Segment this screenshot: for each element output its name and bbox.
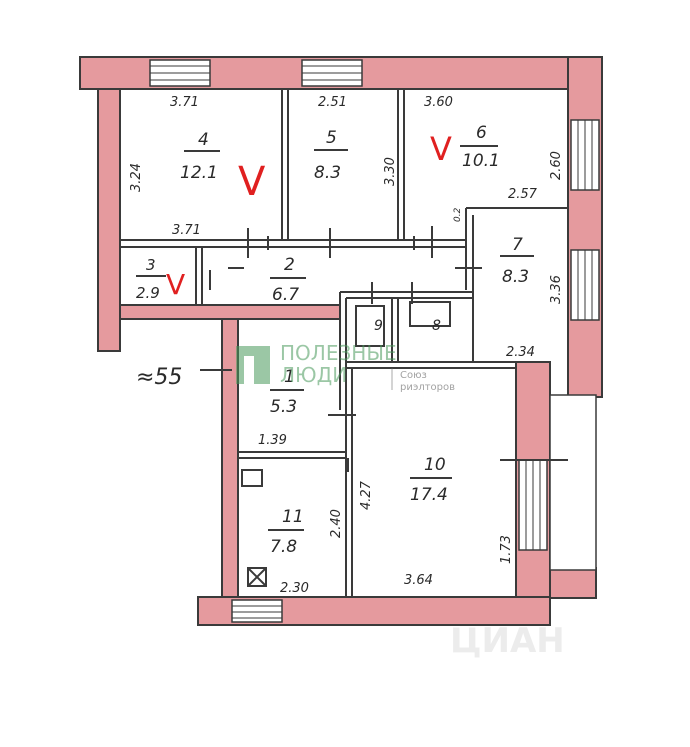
brand-subtitle: риэлторов [400, 382, 455, 393]
dimension-label: 2.34 [506, 345, 535, 360]
bathtub-icon [355, 305, 385, 347]
dimension-label: 3.64 [404, 573, 433, 588]
wall-right-upper [567, 56, 603, 398]
dimension-label: 1.73 [499, 535, 514, 564]
vent-icon [247, 567, 267, 587]
check-mark: V [238, 159, 266, 205]
room-area: 10.1 [462, 151, 500, 171]
room-area: 12.1 [180, 163, 218, 183]
fixtures [241, 301, 451, 587]
room-number: 2 [284, 255, 295, 275]
room-number: 6 [476, 123, 487, 143]
room-area: 8.3 [502, 267, 529, 287]
dimension-label: 3.71 [170, 95, 199, 110]
dimension-label: 0.2 [453, 207, 463, 222]
room-number: 5 [326, 128, 337, 148]
dimensions: 3.71 2.51 3.60 3.24 3.30 2.60 2.57 3.71 … [129, 95, 564, 596]
room-area: 5.3 [270, 397, 297, 417]
room-labels: 4 12.1 5 8.3 6 10.1 7 8.3 3 2.9 2 6.7 9 … [136, 123, 534, 557]
dimension-label: 1.39 [258, 433, 287, 448]
check-mark: V [430, 130, 452, 168]
room-area: 2.9 [136, 284, 160, 302]
dimension-label: 2.51 [318, 95, 347, 110]
watermark: ПОЛЕЗНЫЕ ЛЮДИ Союз риэлторов [236, 341, 455, 393]
stove-icon [241, 469, 263, 487]
door-marks [209, 226, 568, 472]
wall-mid-ledge [119, 304, 341, 320]
room-number: 7 [512, 235, 523, 255]
room-number: 10 [424, 455, 446, 475]
wall-left-lower [221, 318, 239, 600]
brand-name: ПОЛЕЗНЫЕ [280, 341, 397, 365]
dimension-label: 2.30 [280, 581, 309, 596]
brand-subtitle: Союз [400, 370, 427, 381]
room-number: 11 [282, 507, 304, 527]
wall-bottom-right [549, 567, 597, 599]
area-annotation: ≈55 [136, 365, 232, 390]
room-number: 8 [432, 318, 441, 334]
dimension-label: 3.71 [172, 223, 201, 238]
dimension-label: 3.30 [383, 157, 398, 186]
window-bottom [231, 599, 283, 623]
sink-icon [409, 301, 451, 327]
marker-checks: V V V [166, 130, 452, 301]
dimension-label: 2.60 [549, 151, 564, 180]
dimension-label: 3.24 [129, 163, 144, 192]
wall-left-upper [97, 88, 121, 352]
dimension-label: 2.57 [508, 187, 538, 202]
dimension-label: 3.36 [549, 275, 564, 304]
room-number: 3 [146, 256, 156, 274]
corner-watermark: ЦИАН [450, 621, 565, 661]
windows [149, 59, 600, 623]
dimension-label: 2.40 [329, 509, 344, 538]
balcony [549, 394, 597, 571]
room-number: 4 [198, 130, 209, 150]
room-area: 7.8 [270, 537, 297, 557]
room-number: 9 [374, 318, 383, 334]
room-number: 1 [284, 367, 295, 387]
approx-area-label: ≈55 [136, 365, 182, 390]
dimension-label: 4.27 [359, 480, 374, 510]
room-area: 8.3 [314, 163, 341, 183]
room-area: 6.7 [272, 285, 299, 305]
interior-walls [120, 89, 568, 598]
check-mark: V [166, 268, 185, 301]
brand-name: ЛЮДИ [280, 363, 347, 387]
dimension-label: 3.60 [424, 95, 453, 110]
room-area: 17.4 [410, 485, 448, 505]
